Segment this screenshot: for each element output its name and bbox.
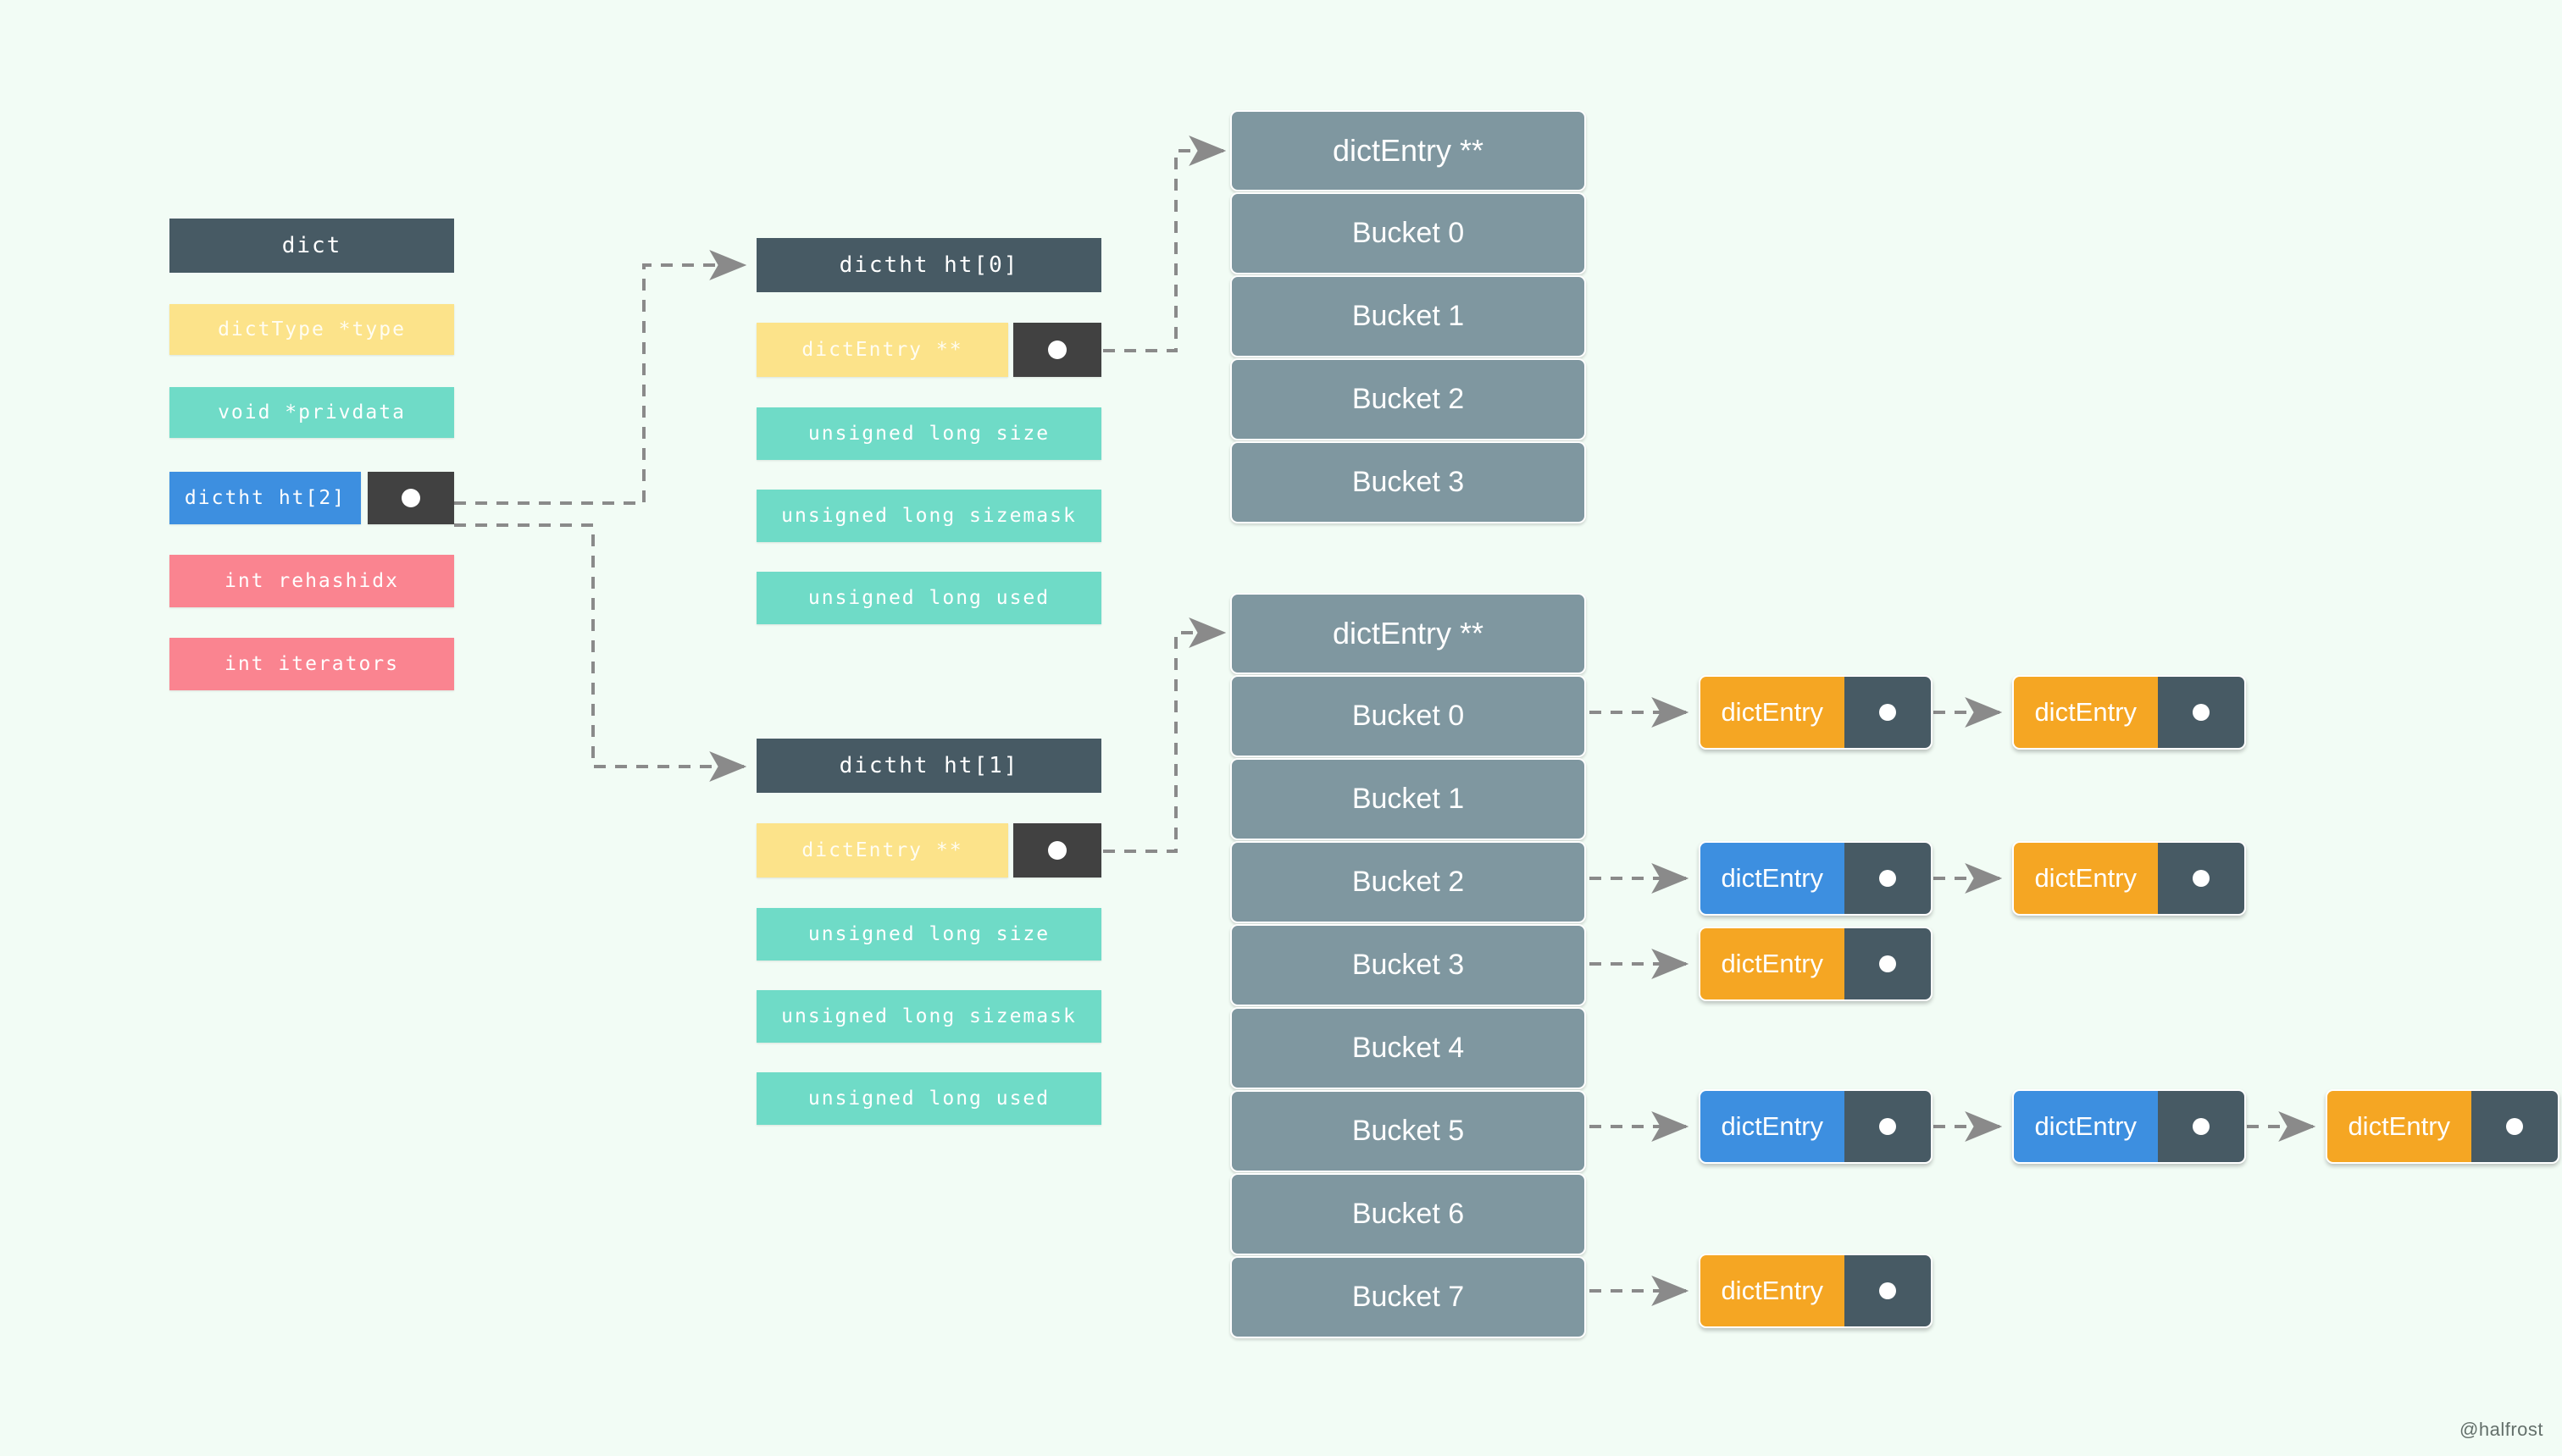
wire-ht1-to-buckets1 — [1103, 617, 1227, 853]
dict-field-dictht-ht2: dictht ht[2] — [169, 472, 361, 524]
entry-chain-3-node-0[interactable]: dictEntry — [1699, 1089, 1933, 1164]
bucket-table-1-row-4[interactable]: Bucket 4 — [1230, 1007, 1586, 1089]
entry-label: dictEntry — [1700, 928, 1844, 999]
dictht-ht1-field-used: unsigned long used — [757, 1072, 1101, 1125]
bucket-table-1-row-6[interactable]: Bucket 6 — [1230, 1173, 1586, 1255]
entry-chain-1-node-0[interactable]: dictEntry — [1699, 841, 1933, 916]
entry-next-pointer-slot — [1844, 677, 1931, 748]
dictht-ht1-field-sizemask: unsigned long sizemask — [757, 990, 1101, 1043]
dict-field-rehashidx: int rehashidx — [169, 555, 454, 607]
wire-dict-to-ht0 — [454, 250, 747, 505]
bucket-table-1-row-2[interactable]: Bucket 2 — [1230, 841, 1586, 923]
dictht-ht1-title-text: dictht ht[1] — [839, 753, 1019, 778]
bucket-table-1-header: dictEntry ** — [1230, 593, 1586, 674]
dictht-ht0-title-text: dictht ht[0] — [839, 252, 1019, 278]
pointer-dot-icon — [1878, 1118, 1896, 1135]
entry-chain-0-node-0[interactable]: dictEntry — [1699, 675, 1933, 750]
wire-ht0-to-buckets0 — [1103, 136, 1227, 352]
entry-chain-0-node-1[interactable]: dictEntry — [2012, 675, 2246, 750]
dict-field-dicttype: dictType *type — [169, 304, 454, 355]
entry-next-pointer-slot — [1844, 928, 1931, 999]
dict-field-privdata: void *privdata — [169, 387, 454, 438]
dictht-ht1-field-size: unsigned long size — [757, 908, 1101, 961]
bucket-table-1-row-1[interactable]: Bucket 1 — [1230, 758, 1586, 840]
bucket-table-1-row-3[interactable]: Bucket 3 — [1230, 924, 1586, 1006]
dictht-ht1-dictentry-pointer-slot — [1013, 823, 1101, 877]
entry-chain-3-node-1[interactable]: dictEntry — [2012, 1089, 2246, 1164]
dictht-ht0-title: dictht ht[0] — [757, 238, 1101, 292]
entry-next-pointer-slot — [2157, 1091, 2244, 1162]
entry-label: dictEntry — [1700, 1255, 1844, 1326]
bucket-table-0-row-3[interactable]: Bucket 3 — [1230, 441, 1586, 523]
pointer-dot-icon — [1878, 955, 1896, 972]
bucket-table-1-row-0[interactable]: Bucket 0 — [1230, 675, 1586, 757]
entry-label: dictEntry — [1700, 677, 1844, 748]
pointer-dot-icon — [402, 489, 420, 507]
dictht-ht1-field-dictentry: dictEntry ** — [757, 823, 1008, 877]
dict-struct-title: dict — [169, 219, 454, 273]
entry-next-pointer-slot — [2470, 1091, 2558, 1162]
entry-chain-2-node-0[interactable]: dictEntry — [1699, 927, 1933, 1001]
entry-label: dictEntry — [2014, 677, 2158, 748]
entry-next-pointer-slot — [1844, 843, 1931, 914]
pointer-dot-icon — [1048, 340, 1067, 359]
dictht-ht0-field-used: unsigned long used — [757, 572, 1101, 624]
entry-next-pointer-slot — [1844, 1091, 1931, 1162]
entry-label: dictEntry — [2014, 843, 2158, 914]
bucket-table-0-row-2[interactable]: Bucket 2 — [1230, 358, 1586, 440]
pointer-dot-icon — [2505, 1118, 2523, 1135]
dictht-ht0-dictentry-pointer-slot — [1013, 323, 1101, 377]
pointer-dot-icon — [1878, 870, 1896, 887]
pointer-dot-icon — [1878, 1282, 1896, 1299]
bucket-table-0-header: dictEntry ** — [1230, 110, 1586, 191]
pointer-dot-icon — [2192, 704, 2210, 721]
entry-chain-1-node-1[interactable]: dictEntry — [2012, 841, 2246, 916]
pointer-dot-icon — [1878, 704, 1896, 721]
entry-label: dictEntry — [1700, 843, 1844, 914]
entry-next-pointer-slot — [1844, 1255, 1931, 1326]
bucket-table-0-row-0[interactable]: Bucket 0 — [1230, 192, 1586, 274]
wire-dict-to-ht1 — [454, 523, 747, 782]
pointer-dot-icon — [1048, 841, 1067, 860]
entry-label: dictEntry — [1700, 1091, 1844, 1162]
watermark: @halfrost — [2459, 1419, 2543, 1440]
bucket-table-1-row-5[interactable]: Bucket 5 — [1230, 1090, 1586, 1172]
dictht-ht1-title: dictht ht[1] — [757, 739, 1101, 793]
pointer-dot-icon — [2192, 1118, 2210, 1135]
entry-label: dictEntry — [2327, 1091, 2471, 1162]
entry-chain-3-node-2[interactable]: dictEntry — [2326, 1089, 2559, 1164]
dict-field-iterators: int iterators — [169, 638, 454, 690]
entry-label: dictEntry — [2014, 1091, 2158, 1162]
dictht-ht0-field-dictentry: dictEntry ** — [757, 323, 1008, 377]
pointer-dot-icon — [2192, 870, 2210, 887]
dictht-ht0-field-sizemask: unsigned long sizemask — [757, 490, 1101, 542]
bucket-table-0-row-1[interactable]: Bucket 1 — [1230, 275, 1586, 357]
dictht-ht0-field-size: unsigned long size — [757, 407, 1101, 460]
entry-next-pointer-slot — [2157, 843, 2244, 914]
entry-next-pointer-slot — [2157, 677, 2244, 748]
entry-chain-4-node-0[interactable]: dictEntry — [1699, 1254, 1933, 1328]
dict-field-dictht-ht2-pointer-slot — [368, 472, 454, 524]
bucket-table-1-row-7[interactable]: Bucket 7 — [1230, 1256, 1586, 1338]
